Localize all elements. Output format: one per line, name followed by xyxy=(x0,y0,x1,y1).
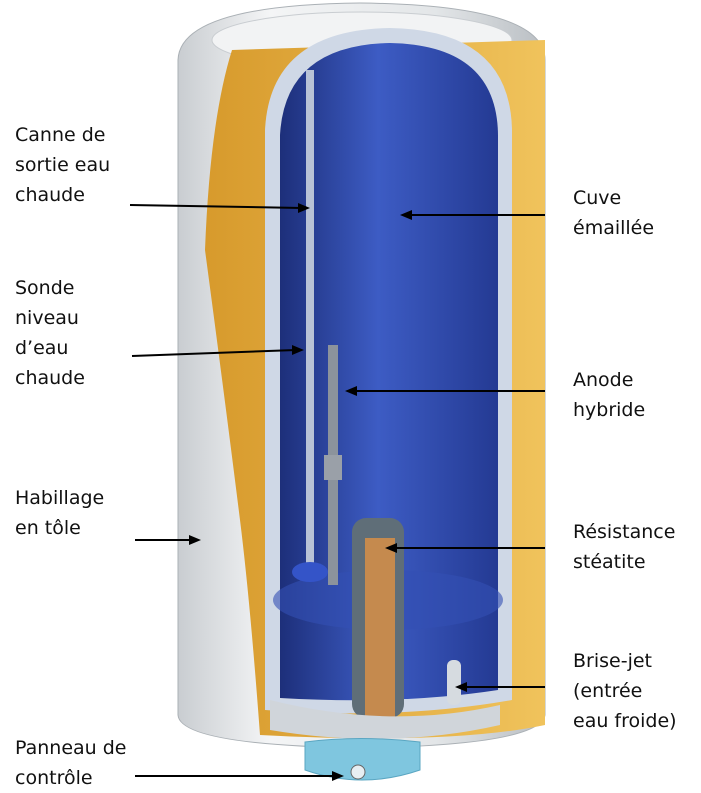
label-jet-breaker: Brise-jet (entrée eau froide) xyxy=(573,650,677,732)
hot-water-outlet-pipe xyxy=(292,70,328,582)
label-hot-water-level-probe: Sonde niveau d’eau chaude xyxy=(15,277,85,389)
label-steatite-element: Résistance stéatite xyxy=(573,521,676,573)
steatite-heating-element xyxy=(352,518,404,728)
label-enamelled-tank: Cuve émaillée xyxy=(573,187,655,239)
jet-breaker xyxy=(447,660,461,705)
hybrid-anode xyxy=(324,345,342,585)
bottom-flange xyxy=(270,700,500,739)
label-hot-water-outlet-pipe: Canne de sortie eau chaude xyxy=(15,124,111,206)
pointer-arrows xyxy=(129,203,545,781)
control-panel xyxy=(304,738,421,781)
label-control-panel: Panneau de contrôle xyxy=(15,737,127,789)
label-sheet-metal-casing: Habillage en tôle xyxy=(15,487,105,539)
label-hybrid-anode: Anode hybride xyxy=(573,369,646,421)
